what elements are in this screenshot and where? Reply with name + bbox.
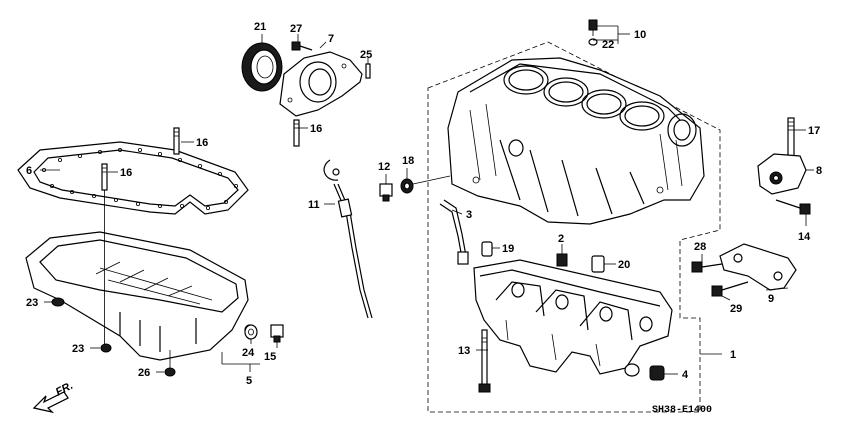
pan-bolt-26 <box>164 350 176 377</box>
oil-pan-gasket <box>17 141 249 215</box>
label-part-17: 17 <box>808 125 820 137</box>
label-part-28: 28 <box>694 241 706 253</box>
drain-plug-left <box>51 297 65 307</box>
label-part-16c: 16 <box>310 123 322 135</box>
oil-gallery-bolt <box>588 19 598 36</box>
crankshaft-oil-seal <box>241 42 283 92</box>
oil-jet-tube <box>439 199 469 265</box>
label-part-2: 2 <box>558 233 564 245</box>
stiffener-bolt-29 <box>711 281 749 297</box>
label-part-27: 27 <box>290 23 302 35</box>
cylinder-block <box>447 57 705 225</box>
label-part-8: 8 <box>816 165 822 177</box>
label-part-6: 6 <box>26 165 32 177</box>
label-part-19: 19 <box>502 243 514 255</box>
drain-plug-bottom <box>100 343 112 353</box>
oil-seal-housing <box>279 51 363 117</box>
stiffener-bracket <box>719 243 797 291</box>
oil-pan <box>25 231 256 361</box>
label-part-16b: 16 <box>120 167 132 179</box>
front-direction-arrow: FR. <box>32 380 75 414</box>
label-part-23b: 23 <box>72 343 84 355</box>
sealing-washer <box>588 38 598 46</box>
stud-bolt-housing <box>293 119 300 147</box>
diagram-code: SH38-E1400 <box>652 405 712 416</box>
label-part-7: 7 <box>328 33 334 45</box>
plug-bolt-2 <box>556 253 568 267</box>
label-part-22: 22 <box>602 39 614 51</box>
label-part-20: 20 <box>618 259 630 271</box>
bracket-bolt <box>775 199 811 215</box>
block-washer <box>400 178 414 194</box>
label-part-26: 26 <box>138 367 150 379</box>
dowel-pin <box>365 63 371 79</box>
stud-bolt-top-left <box>173 127 180 155</box>
label-part-25: 25 <box>360 49 372 61</box>
oil-dipstick <box>323 159 373 319</box>
drain-washer <box>244 324 258 340</box>
sealing-plug <box>624 363 665 381</box>
label-part-21: 21 <box>254 21 266 33</box>
label-part-18: 18 <box>402 155 414 167</box>
dowel-pin-19 <box>481 241 493 257</box>
label-part-16a: 16 <box>196 137 208 149</box>
drain-bolt <box>270 324 284 343</box>
housing-bolt <box>291 41 313 51</box>
mount-stud <box>787 117 795 159</box>
label-part-10: 10 <box>634 29 646 41</box>
main-bearing-cap-bridge <box>473 259 673 375</box>
label-part-13: 13 <box>458 345 470 357</box>
label-part-9: 9 <box>768 293 774 305</box>
label-part-12: 12 <box>378 161 390 173</box>
label-part-24: 24 <box>242 347 255 359</box>
label-part-1: 1 <box>730 349 736 361</box>
stud-bolt-gasket <box>101 163 108 348</box>
label-part-11: 11 <box>308 199 320 211</box>
label-part-5: 5 <box>246 375 252 387</box>
engine-mount-bracket <box>757 153 807 195</box>
dowel-pin-20 <box>591 255 605 273</box>
part-labels: 1 2 3 4 5 6 7 8 9 10 11 12 13 14 15 16 1… <box>26 21 822 387</box>
leader-lines <box>40 25 814 375</box>
label-part-14: 14 <box>798 231 811 243</box>
label-part-23a: 23 <box>26 297 38 309</box>
drain-bolt-block <box>379 183 393 202</box>
label-part-29: 29 <box>730 303 742 315</box>
cylinder-bores <box>503 65 665 131</box>
label-part-15: 15 <box>264 351 276 363</box>
bearing-cap-bolt <box>478 329 491 393</box>
front-label: FR. <box>54 380 75 399</box>
stiffener-bolt-28 <box>691 261 723 273</box>
label-part-3: 3 <box>466 209 472 221</box>
label-part-4: 4 <box>682 369 689 381</box>
